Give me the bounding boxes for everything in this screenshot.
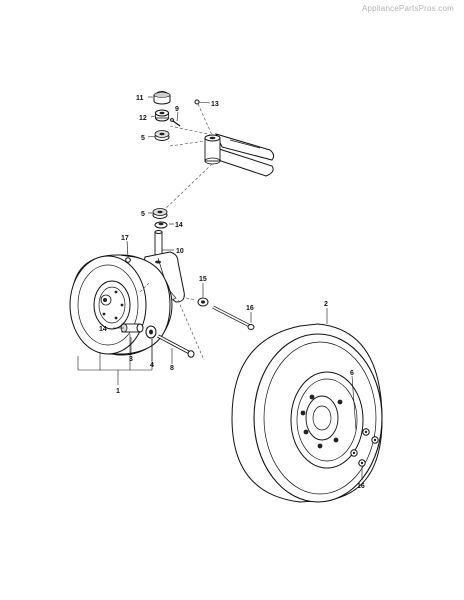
bearing-mid[interactable]: [152, 208, 168, 219]
bearing-mid-2[interactable]: [154, 221, 168, 229]
callout-3: 3: [129, 356, 133, 363]
wheel-bearing-spacer[interactable]: [120, 323, 144, 333]
lug-nuts[interactable]: [350, 428, 379, 467]
callout-8: 8: [170, 365, 174, 372]
callout-15: 15: [199, 276, 207, 283]
bearing-top[interactable]: [154, 130, 170, 141]
wheel-bearing[interactable]: [145, 325, 157, 339]
cotter-pin[interactable]: [170, 118, 181, 127]
callout-14-mid: 14: [175, 222, 183, 229]
rear-wheel-right[interactable]: [231, 323, 383, 503]
dust-cap[interactable]: [153, 91, 171, 105]
callout-2: 2: [324, 301, 328, 308]
grease-fitting[interactable]: [194, 99, 200, 105]
callout-5-top: 5: [141, 135, 145, 142]
axle-bolt[interactable]: [157, 334, 195, 358]
callout-17: 17: [121, 235, 129, 242]
callout-16-bolt: 16: [246, 305, 254, 312]
callout-14-wheel: 14: [99, 326, 107, 333]
spacer[interactable]: [197, 297, 209, 307]
long-bolt[interactable]: [212, 305, 255, 330]
callout-4: 4: [150, 362, 154, 369]
lock-nut[interactable]: [155, 109, 169, 122]
callout-16-lug: 16: [357, 483, 365, 490]
callout-6: 6: [350, 370, 354, 377]
callout-1: 1: [116, 388, 120, 395]
callout-13: 13: [211, 101, 219, 108]
callout-5-mid: 5: [141, 211, 145, 218]
caster-tube-frame: [204, 133, 275, 177]
callout-12: 12: [139, 115, 147, 122]
callout-9: 9: [175, 106, 179, 113]
watermark-text: AppliancePartsPros.com: [362, 4, 454, 13]
callout-11: 11: [136, 95, 144, 102]
callout-10: 10: [176, 248, 184, 255]
front-wheel-left[interactable]: [69, 254, 173, 356]
leader-lines: [77, 96, 363, 480]
